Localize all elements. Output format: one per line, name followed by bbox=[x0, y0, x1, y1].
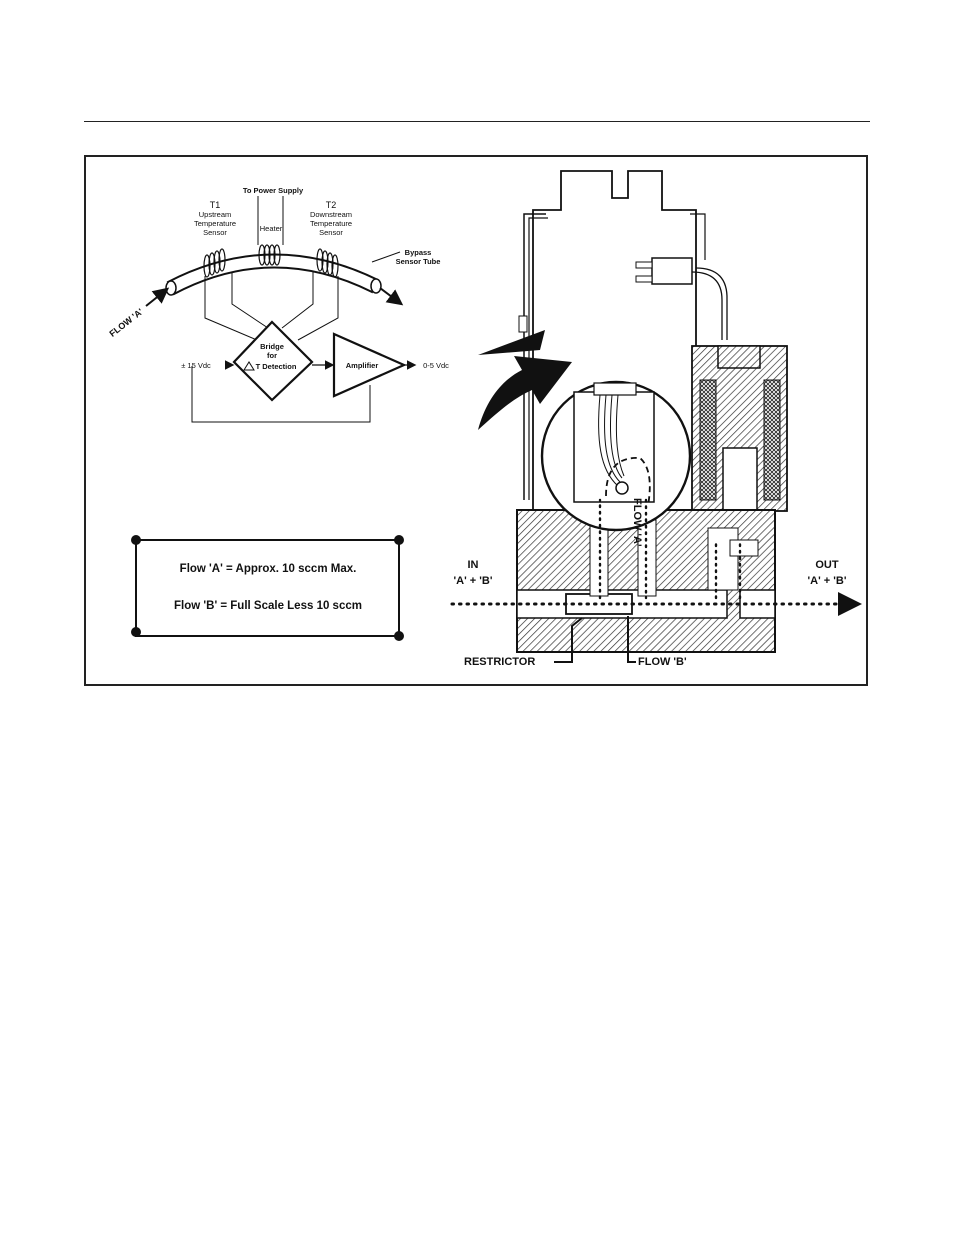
in-flow-label: 'A' + 'B' bbox=[454, 575, 493, 587]
flow-a-arrow bbox=[145, 287, 170, 307]
flow-b-label: FLOW 'B' bbox=[638, 656, 687, 668]
output-voltage-label: 0-5 Vdc bbox=[423, 361, 449, 370]
in-label: IN bbox=[468, 559, 479, 571]
restrictor-label: RESTRICTOR bbox=[464, 656, 535, 668]
zoom-arrow bbox=[478, 356, 572, 430]
bridge-diamond bbox=[232, 320, 314, 402]
bypass-label-2: Sensor Tube bbox=[396, 257, 441, 266]
t1-label: T1 bbox=[210, 200, 221, 210]
header-rule bbox=[84, 121, 870, 122]
legend-box: Flow 'A' = Approx. 10 sccm Max. Flow 'B'… bbox=[131, 535, 404, 641]
t2-desc-1: Downstream bbox=[310, 210, 352, 219]
heater-coil bbox=[258, 244, 281, 266]
supply-voltage-label: ± 15 Vdc bbox=[181, 361, 211, 370]
out-label: OUT bbox=[815, 559, 839, 571]
legend-line-1: Flow 'A' = Approx. 10 sccm Max. bbox=[180, 563, 357, 575]
delta-icon bbox=[243, 361, 255, 371]
t1-desc-2: Temperature bbox=[194, 219, 236, 228]
t1-desc-1: Upstream bbox=[199, 210, 232, 219]
amplifier-label: Amplifier bbox=[346, 361, 379, 370]
flow-a-vertical-label: FLOW 'A' bbox=[631, 498, 643, 547]
t2-coil bbox=[316, 248, 339, 278]
flow-a-label: FLOW 'A' bbox=[107, 306, 145, 338]
bridge-label-1: Bridge bbox=[260, 342, 284, 351]
legend-line-2: Flow 'B' = Full Scale Less 10 sccm bbox=[174, 600, 362, 612]
t2-desc-3: Sensor bbox=[319, 228, 343, 237]
bypass-sensor-tube bbox=[166, 253, 380, 296]
sensor-schematic: Bridge for T Detection Amplifier To Powe… bbox=[107, 186, 449, 423]
t2-desc-2: Temperature bbox=[310, 219, 352, 228]
t1-desc-3: Sensor bbox=[203, 228, 227, 237]
heater-label: Heater bbox=[260, 224, 283, 233]
power-supply-label: To Power Supply bbox=[243, 186, 304, 195]
bridge-label-3: T Detection bbox=[256, 362, 297, 371]
bypass-label-1: Bypass bbox=[405, 248, 432, 257]
controller-cutaway: IN 'A' + 'B' OUT 'A' + 'B' FLOW 'A' REST… bbox=[450, 170, 862, 668]
figure-frame bbox=[84, 155, 868, 686]
out-flow-label: 'A' + 'B' bbox=[808, 575, 847, 587]
bridge-label-2: for bbox=[267, 351, 277, 360]
t2-label: T2 bbox=[326, 200, 337, 210]
t1-coil bbox=[203, 248, 226, 278]
